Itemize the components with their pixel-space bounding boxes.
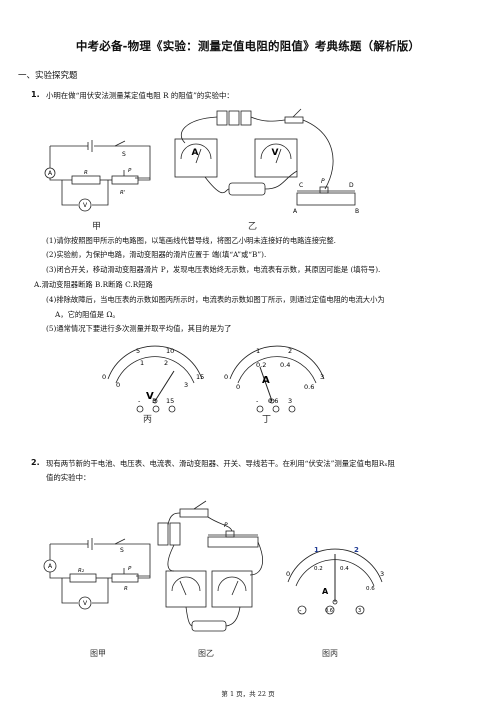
ammeter-dial-q2-bing: 0 1 2 3 0.2 0.4 0.6 A - 0.6 3	[286, 546, 384, 615]
ameter-tick-0: 0	[236, 383, 240, 391]
voltmeter-face-label: V	[272, 148, 279, 158]
section-heading: 一、实验探究题	[18, 71, 78, 81]
q2-switch-label: S	[120, 547, 124, 554]
q2-meter-tick-04: 0.4	[340, 566, 349, 572]
ameter-term-06: 0.6	[268, 397, 278, 405]
q2-resistor-label: R₂	[78, 568, 85, 574]
subquestion-5: (5)通常情况下要进行多次测量并取平均值，其目的是为了	[46, 324, 232, 333]
ameter-term-3: 3	[288, 397, 292, 405]
caption-q2-yi: 图乙	[198, 649, 214, 658]
ameter-tick-0-outer: 0	[224, 373, 228, 381]
ameter-tick-02: 0.2	[256, 361, 266, 369]
apparatus-diagram-q2-yi: P	[157, 500, 263, 632]
q2-slider-p-label: P	[224, 522, 228, 529]
q2-meter-tick-0: 0	[286, 570, 290, 578]
switch-label: S	[122, 151, 126, 158]
question-number-1: 1.	[31, 90, 40, 99]
q2-meter-term-06: 0.6	[325, 608, 333, 614]
subquestion-1: (1)请你按照图甲所示的电路图，以笔画线代替导线，将图乙小明未连接好的电路连接完…	[46, 236, 336, 245]
caption-bing: 丙	[143, 415, 153, 425]
vmeter-tick-5: 5	[136, 347, 140, 355]
subquestion-2: (2)实验前，为保护电路，滑动变阻器的滑片应置于 端(填“A”或“B”).	[46, 250, 267, 259]
q2-meter-unit: A	[322, 587, 329, 596]
q2-ammeter-label: A	[48, 563, 53, 570]
page-title: 中考必备-物理《实验：测量定值电阻的阻值》考典练题（解析版）	[75, 39, 421, 53]
q2-meter-tick-1: 1	[314, 546, 319, 554]
vmeter-tick-2: 2	[164, 359, 168, 367]
vmeter-tick-0: 0	[116, 381, 120, 389]
ameter-tick-3: 3	[320, 373, 324, 381]
ammeter-label: A	[48, 170, 53, 177]
caption-q2-jia: 图甲	[90, 649, 106, 658]
caption-q2-bing: 图丙	[322, 649, 338, 658]
vmeter-tick-1: 1	[140, 359, 144, 367]
vmeter-term-neg: -	[138, 397, 141, 405]
apparatus-diagram-yi: A V C D P A B	[174, 108, 359, 215]
ammeter-dial-ding: 0 1 2 3 0 0.2 0.4 0.6 A - 0.6 3	[224, 345, 325, 413]
vmeter-term-15: 15	[166, 397, 174, 405]
ameter-tick-04: 0.4	[280, 361, 290, 369]
vmeter-tick-15: 15	[196, 373, 204, 381]
subquestion-4: (4)排除故障后，当电压表的示数如图丙所示时，电流表的示数如图丁所示，则通过定值…	[46, 295, 385, 304]
terminal-b-label: B	[355, 208, 359, 215]
ameter-term-neg: -	[256, 397, 259, 405]
circuit-diagram-jia: A V S R P R'	[44, 140, 151, 212]
vmeter-tick-10: 10	[166, 347, 174, 355]
q2-meter-tick-02: 0.2	[314, 566, 323, 572]
vmeter-unit: V	[146, 391, 154, 402]
vmeter-term-3: 3	[152, 397, 156, 405]
vmeter-tick-0-outer: 0	[102, 373, 106, 381]
q2-voltmeter-label: V	[83, 600, 88, 607]
subquestion-4-cont: A，它的阻值是 Ω。	[55, 310, 120, 319]
caption-ding: 丁	[262, 415, 272, 425]
question-2-text-line1: 现有两节新的干电池、电压表、电流表、滑动变阻器、开关、导线若干。在利用“伏安法”…	[46, 459, 395, 468]
slider-p-label: P	[321, 178, 325, 185]
resistor-label: R	[84, 170, 88, 176]
ameter-unit: A	[262, 375, 270, 386]
circuit-diagram-q2-jia: A V S R₂ P R	[43, 538, 151, 610]
q2-meter-term-3: 3	[358, 608, 361, 614]
voltmeter-label: V	[83, 202, 88, 209]
terminal-d-label: D	[349, 182, 354, 189]
terminal-c-label: C	[299, 182, 303, 189]
question-number-2: 2.	[31, 458, 40, 467]
ameter-tick-06: 0.6	[304, 383, 314, 391]
vmeter-tick-3: 3	[184, 381, 188, 389]
caption-yi: 乙	[248, 222, 258, 232]
q2-rheostat-label: R	[124, 586, 128, 592]
q2-meter-term-neg: -	[299, 607, 302, 615]
caption-jia: 甲	[92, 222, 102, 232]
rheostat-label: R'	[120, 190, 125, 196]
subquestion-3-options: A.滑动变阻器断路 B.R断路 C.R短路	[34, 280, 153, 289]
q2-meter-tick-2: 2	[354, 546, 359, 554]
question-2-text-line2: 值的实验中：	[46, 473, 91, 482]
ammeter-face-label: A	[192, 148, 199, 158]
terminal-a-label: A	[293, 208, 298, 215]
q2-slider-label: P	[128, 566, 132, 572]
subquestion-3: (3)闭合开关，移动滑动变阻器滑片 P，发现电压表始终无示数，电流表有示数，其原…	[46, 265, 381, 274]
ameter-tick-1: 1	[256, 347, 260, 355]
q2-meter-tick-3: 3	[380, 570, 384, 578]
slider-label: P	[128, 168, 132, 174]
question-1-intro: 小明在做“用伏安法测量某定值电阻 R 的阻值”的实验中：	[46, 91, 234, 100]
voltmeter-dial-bing: 5 10 0 15 0 1 2 3 V - 3 15	[102, 345, 204, 413]
page-footer: 第 1 页，共 22 页	[221, 690, 275, 698]
q2-meter-tick-06: 0.6	[366, 586, 375, 592]
ameter-tick-2: 2	[288, 347, 292, 355]
